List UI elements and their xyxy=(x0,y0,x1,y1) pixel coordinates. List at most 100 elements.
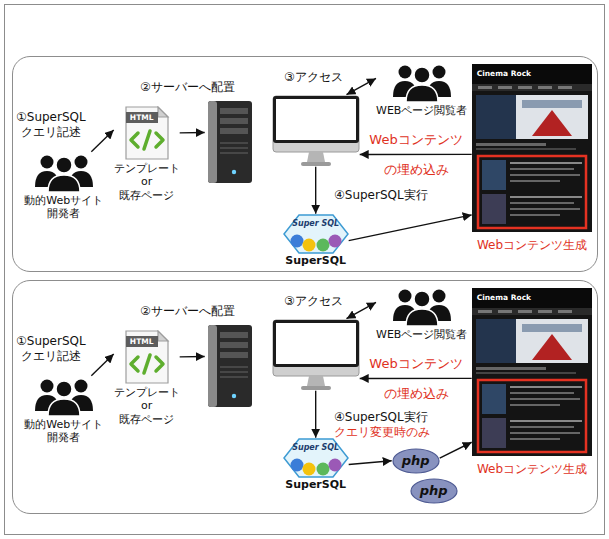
arrow-connector xyxy=(349,461,392,465)
edge-label: Webコンテンツ生成 xyxy=(477,462,587,477)
web-page-screenshot-icon xyxy=(472,288,592,456)
note-holder: クエリ変更時のみ xyxy=(334,425,430,440)
text-run: WEBページ閲覧者 xyxy=(376,104,467,117)
edge-label-holder: ③アクセス xyxy=(284,70,343,85)
edge-label: Webコンテンツ生成 xyxy=(477,238,587,253)
edge-label: Webコンテンツ の埋め込み xyxy=(369,125,462,185)
text-run: 既存ページ xyxy=(119,413,174,426)
edge-label-holder: ③アクセス xyxy=(284,294,343,309)
logo-caption: SuperSQL xyxy=(285,478,346,492)
text-run: ③アクセス xyxy=(284,70,343,84)
text-run: Rock xyxy=(511,69,531,78)
text-run: ③アクセス xyxy=(284,294,343,308)
text-run: 既存ページ xyxy=(119,189,174,202)
text-run: クエリ変更時のみ xyxy=(334,425,430,439)
edge-label-holder: Webコンテンツ生成 xyxy=(477,462,587,477)
arrow-connector xyxy=(440,442,472,458)
text-run: Webコンテンツ xyxy=(369,356,462,371)
web-page-screenshot-graphic xyxy=(472,64,592,232)
php-logo: php xyxy=(392,448,440,474)
text-run: ①SuperSQL xyxy=(16,334,86,348)
person-group: 動的Webサイト 開発者 xyxy=(24,376,103,446)
supersql-logo-badge: Super SQL xyxy=(283,214,349,254)
text-run: ④SuperSQL実行 xyxy=(334,410,428,424)
php-wordmark: php xyxy=(420,484,448,497)
edge-label: ②サーバーへ配置 xyxy=(140,304,235,319)
html-file-graphic xyxy=(126,107,168,159)
supersql-logo-graphic xyxy=(284,215,348,253)
edge-label: ①SuperSQL クエリ記述 xyxy=(16,334,86,364)
edge-label-holder: Webコンテンツ の埋め込み xyxy=(369,349,462,409)
text-run: Cinema xyxy=(477,293,508,302)
text-run: テンプレート xyxy=(114,386,180,399)
file-caption: テンプレート or 既存ページ xyxy=(114,386,180,427)
arrow-connector xyxy=(315,167,316,214)
person-caption: WEBページ閲覧者 xyxy=(376,328,467,342)
text-run: WEBページ閲覧者 xyxy=(376,328,467,341)
web-page-screenshot-icon xyxy=(472,64,592,232)
logo-wordmark: Super SQL xyxy=(283,219,349,229)
arrow-connector xyxy=(315,391,316,438)
server-tower-graphic xyxy=(208,325,252,407)
arrow-connector xyxy=(180,356,205,358)
person-caption: WEBページ閲覧者 xyxy=(376,104,467,118)
process-panel: 動的Webサイト 開発者 HTML テンプレート or 既存ページ WEBページ閲覧者… xyxy=(12,280,598,514)
edge-label: ①SuperSQL クエリ記述 xyxy=(16,110,86,140)
text-run: Super xyxy=(292,219,319,228)
arrow-connector xyxy=(180,132,205,134)
person-group-graphic xyxy=(393,289,451,326)
text-run: Webコンテンツ xyxy=(369,132,462,147)
edge-label-holder: ②サーバーへ配置 xyxy=(140,80,235,95)
frame-border xyxy=(5,5,605,535)
server-tower xyxy=(205,100,255,184)
web-page-screenshot: Cinema Rock xyxy=(472,64,592,232)
logo-caption: SuperSQL xyxy=(285,254,346,268)
person-group-icon xyxy=(391,62,453,102)
text-run: Webコンテンツ生成 xyxy=(477,238,587,252)
text-run: ①SuperSQL xyxy=(16,110,86,124)
text-run: php xyxy=(402,453,430,468)
text-run: HTML xyxy=(130,113,154,122)
arrow-connector xyxy=(346,302,376,318)
edge-label: ③アクセス xyxy=(284,70,343,85)
text-run: テンプレート xyxy=(114,162,180,175)
text-run: SuperSQL xyxy=(285,254,346,267)
php-logo: php xyxy=(410,478,458,504)
file-type-label: HTML xyxy=(126,112,158,123)
text-run: クエリ記述 xyxy=(21,349,81,363)
arrow-connector xyxy=(91,354,113,376)
person-group-graphic xyxy=(393,65,451,102)
supersql-logo: Super SQL SuperSQL xyxy=(283,438,349,492)
desktop-monitor xyxy=(272,319,360,391)
server-tower-icon xyxy=(205,324,255,408)
supersql-logo-badge: Super SQL xyxy=(283,438,349,478)
arrow-connector xyxy=(346,78,376,94)
text-run: SQL xyxy=(322,443,340,452)
server-tower-icon xyxy=(205,100,255,184)
text-run: SQL xyxy=(322,219,340,228)
text-run: の埋め込み xyxy=(384,386,449,401)
person-caption: 動的Webサイト 開発者 xyxy=(24,418,103,446)
server-tower xyxy=(205,324,255,408)
person-group: 動的Webサイト 開発者 xyxy=(24,152,103,222)
web-page-screenshot: Cinema Rock xyxy=(472,288,592,456)
php-logo-graphic xyxy=(393,449,439,473)
text-run: 開発者 xyxy=(47,431,80,444)
edge-label: ②サーバーへ配置 xyxy=(140,80,235,95)
file-type-label: HTML xyxy=(126,336,158,347)
html-file-graphic xyxy=(126,331,168,383)
text-run: 動的Webサイト xyxy=(24,418,103,431)
php-logo-graphic xyxy=(411,479,457,503)
logo-wordmark: Super SQL xyxy=(283,443,349,453)
text-run: ④SuperSQL実行 xyxy=(334,188,428,202)
php-wordmark: php xyxy=(402,454,430,467)
edge-label-holder: ④SuperSQL実行 xyxy=(334,188,428,203)
html-file: HTMLテンプレート or 既存ページ xyxy=(114,106,180,203)
text-run: の埋め込み xyxy=(384,162,449,177)
arrow-connector xyxy=(349,215,472,241)
edge-label: ③アクセス xyxy=(284,294,343,309)
desktop-monitor xyxy=(272,95,360,167)
arrow-connector xyxy=(360,154,472,155)
edge-label-holder: Webコンテンツ生成 xyxy=(477,238,587,253)
person-group: WEBページ閲覧者 xyxy=(376,62,467,118)
